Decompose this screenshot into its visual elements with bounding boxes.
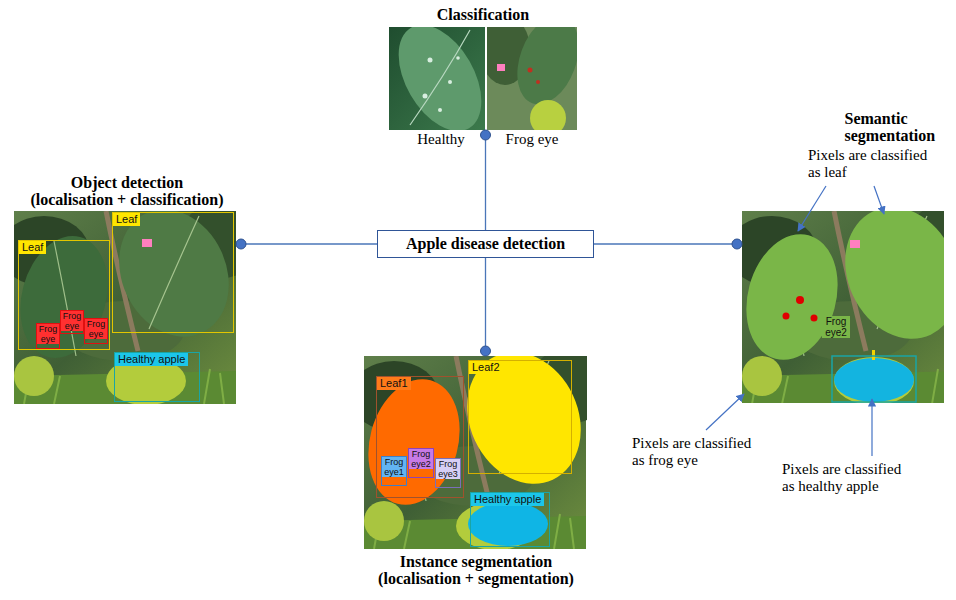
- bounding-box: Frog eye: [60, 310, 84, 334]
- mask-label: Frog eye2: [822, 316, 850, 338]
- image-panel: Semantic segmentation: [742, 211, 944, 403]
- bounding-box: Frog eye: [84, 318, 108, 344]
- stem: [872, 350, 875, 360]
- image-panel: ClassificationHealthyFrog eye: [389, 27, 577, 130]
- annotation-text: Pixels are classified as frog eye: [632, 435, 762, 469]
- bounding-box: Frog eye: [36, 323, 60, 349]
- connector-dot: [236, 239, 246, 249]
- image-caption: Healthy: [417, 131, 464, 148]
- pink-tag: [850, 240, 860, 248]
- healthy-leaf-photo: [389, 27, 485, 130]
- box-label: Frog eye1: [382, 457, 406, 477]
- bounding-box: Frog eye3: [435, 458, 461, 488]
- box-label: Frog eye3: [436, 459, 460, 479]
- connector-dot: [732, 239, 742, 249]
- bounding-box: Healthy apple: [470, 492, 550, 547]
- leaf: [506, 27, 577, 113]
- frog-eye-spot: [536, 80, 540, 84]
- water-drop: [423, 94, 428, 99]
- process-box: Apple disease detection: [377, 230, 594, 258]
- detection-photo: [14, 211, 236, 404]
- connector-line: [594, 243, 742, 244]
- apple-mask: [468, 502, 548, 546]
- water-drop: [448, 80, 452, 84]
- bounding-box: Frog eye2: [408, 448, 434, 478]
- annotation-text: Pixels are classified as healthy apple: [782, 461, 912, 495]
- box-label: Healthy apple: [115, 353, 188, 366]
- bounding-box: Frog eye1: [381, 456, 407, 486]
- panel-heading: Semantic segmentation: [845, 110, 868, 144]
- water-drop: [438, 108, 442, 112]
- box-label: Frog eye: [37, 324, 59, 344]
- bounding-box: Healthy apple: [114, 352, 200, 402]
- connector-line: [485, 130, 486, 230]
- frog-eye-leaf-photo: [487, 27, 577, 130]
- panel-heading: Object detection (localisation + classif…: [29, 174, 225, 208]
- box-label: Leaf1: [377, 377, 411, 390]
- box-label: Leaf: [19, 241, 46, 254]
- leaf-vein: [410, 30, 470, 125]
- bounding-box: Leaf: [112, 212, 234, 333]
- leader-arrow: [874, 186, 884, 214]
- frog-eye-mask: [811, 315, 818, 322]
- leaf-mask: [364, 369, 473, 515]
- apple-mask: [834, 358, 914, 402]
- leader-arrow: [706, 394, 744, 430]
- leaf: [389, 27, 485, 130]
- box-label: Frog eye: [85, 319, 107, 339]
- photo-scene: [14, 211, 236, 404]
- leader-arrow: [871, 399, 872, 456]
- image-panel: Object detection (localisation + classif…: [14, 211, 236, 404]
- water-drop: [456, 56, 460, 60]
- frog-eye-mask: [796, 296, 804, 304]
- annotation-text: Pixels are classified as leaf: [808, 147, 938, 181]
- connector-line: [236, 243, 377, 244]
- image-panel: Instance segmentation (localisation + se…: [364, 356, 587, 549]
- panel-heading: Instance segmentation (localisation + se…: [377, 553, 575, 587]
- panel-heading: Classification: [437, 6, 529, 23]
- pink-tag: [497, 64, 505, 71]
- apple-box: [832, 356, 916, 402]
- leaf-mask: [742, 224, 851, 370]
- instance-photo: [364, 356, 587, 549]
- image-caption: Frog eye: [506, 131, 559, 148]
- connector-line: [485, 258, 486, 356]
- box-label: Leaf2: [469, 361, 503, 374]
- box-label: Leaf: [113, 213, 140, 226]
- box-label: Frog eye: [61, 311, 83, 331]
- frog-eye-mask: [783, 313, 790, 320]
- leaf-mask: [446, 356, 587, 502]
- leader-arrow: [798, 186, 826, 231]
- frog-eye-spot: [528, 68, 533, 73]
- box-label: Healthy apple: [471, 493, 544, 506]
- connector-dot: [481, 346, 491, 356]
- box-label: Frog eye2: [409, 449, 433, 469]
- semantic-photo: [742, 211, 944, 403]
- water-drop: [428, 58, 433, 63]
- connector-dot: [481, 130, 491, 140]
- process-label: Apple disease detection: [406, 235, 565, 253]
- bounding-box: Leaf1: [376, 376, 464, 498]
- bounding-box: Leaf2: [468, 360, 572, 474]
- apple: [530, 100, 566, 130]
